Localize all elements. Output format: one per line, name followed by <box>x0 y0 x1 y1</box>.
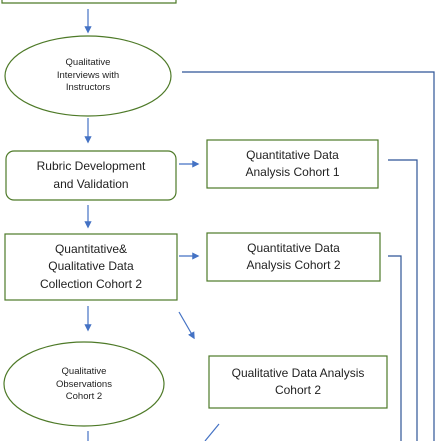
qual2-label: Qualitative Data Analysis Cohort 2 <box>231 365 365 397</box>
quant2-label: Quantitative Data Analysis Cohort 2 <box>246 240 341 272</box>
rubric-box <box>5 150 177 201</box>
rubric-label: Rubric Development and Validation <box>36 159 146 191</box>
quant1-label: Quantitative Data Analysis Cohort 1 <box>245 147 340 179</box>
top-box-partial <box>1 0 177 4</box>
quant2-box <box>206 232 381 282</box>
observations-ellipse <box>3 341 165 427</box>
collection2-box <box>4 233 178 301</box>
interviews-ellipse <box>4 35 172 117</box>
interviews-label: Qualitative Interviews with Instructors <box>56 56 120 94</box>
arrow-collection2-to-qual2 <box>178 311 195 340</box>
qual2-box <box>208 355 388 409</box>
line-diagonal-bottom <box>204 423 220 441</box>
connector-quant2-right <box>388 255 402 441</box>
observations-label: Qualitative Observations Cohort 2 <box>56 365 112 403</box>
quant1-box <box>206 139 379 189</box>
connector-interviews-right <box>182 71 435 441</box>
collection2-label: Quantitative& Qualitative Data Collectio… <box>39 241 143 291</box>
connector-quant1-right <box>388 159 418 441</box>
